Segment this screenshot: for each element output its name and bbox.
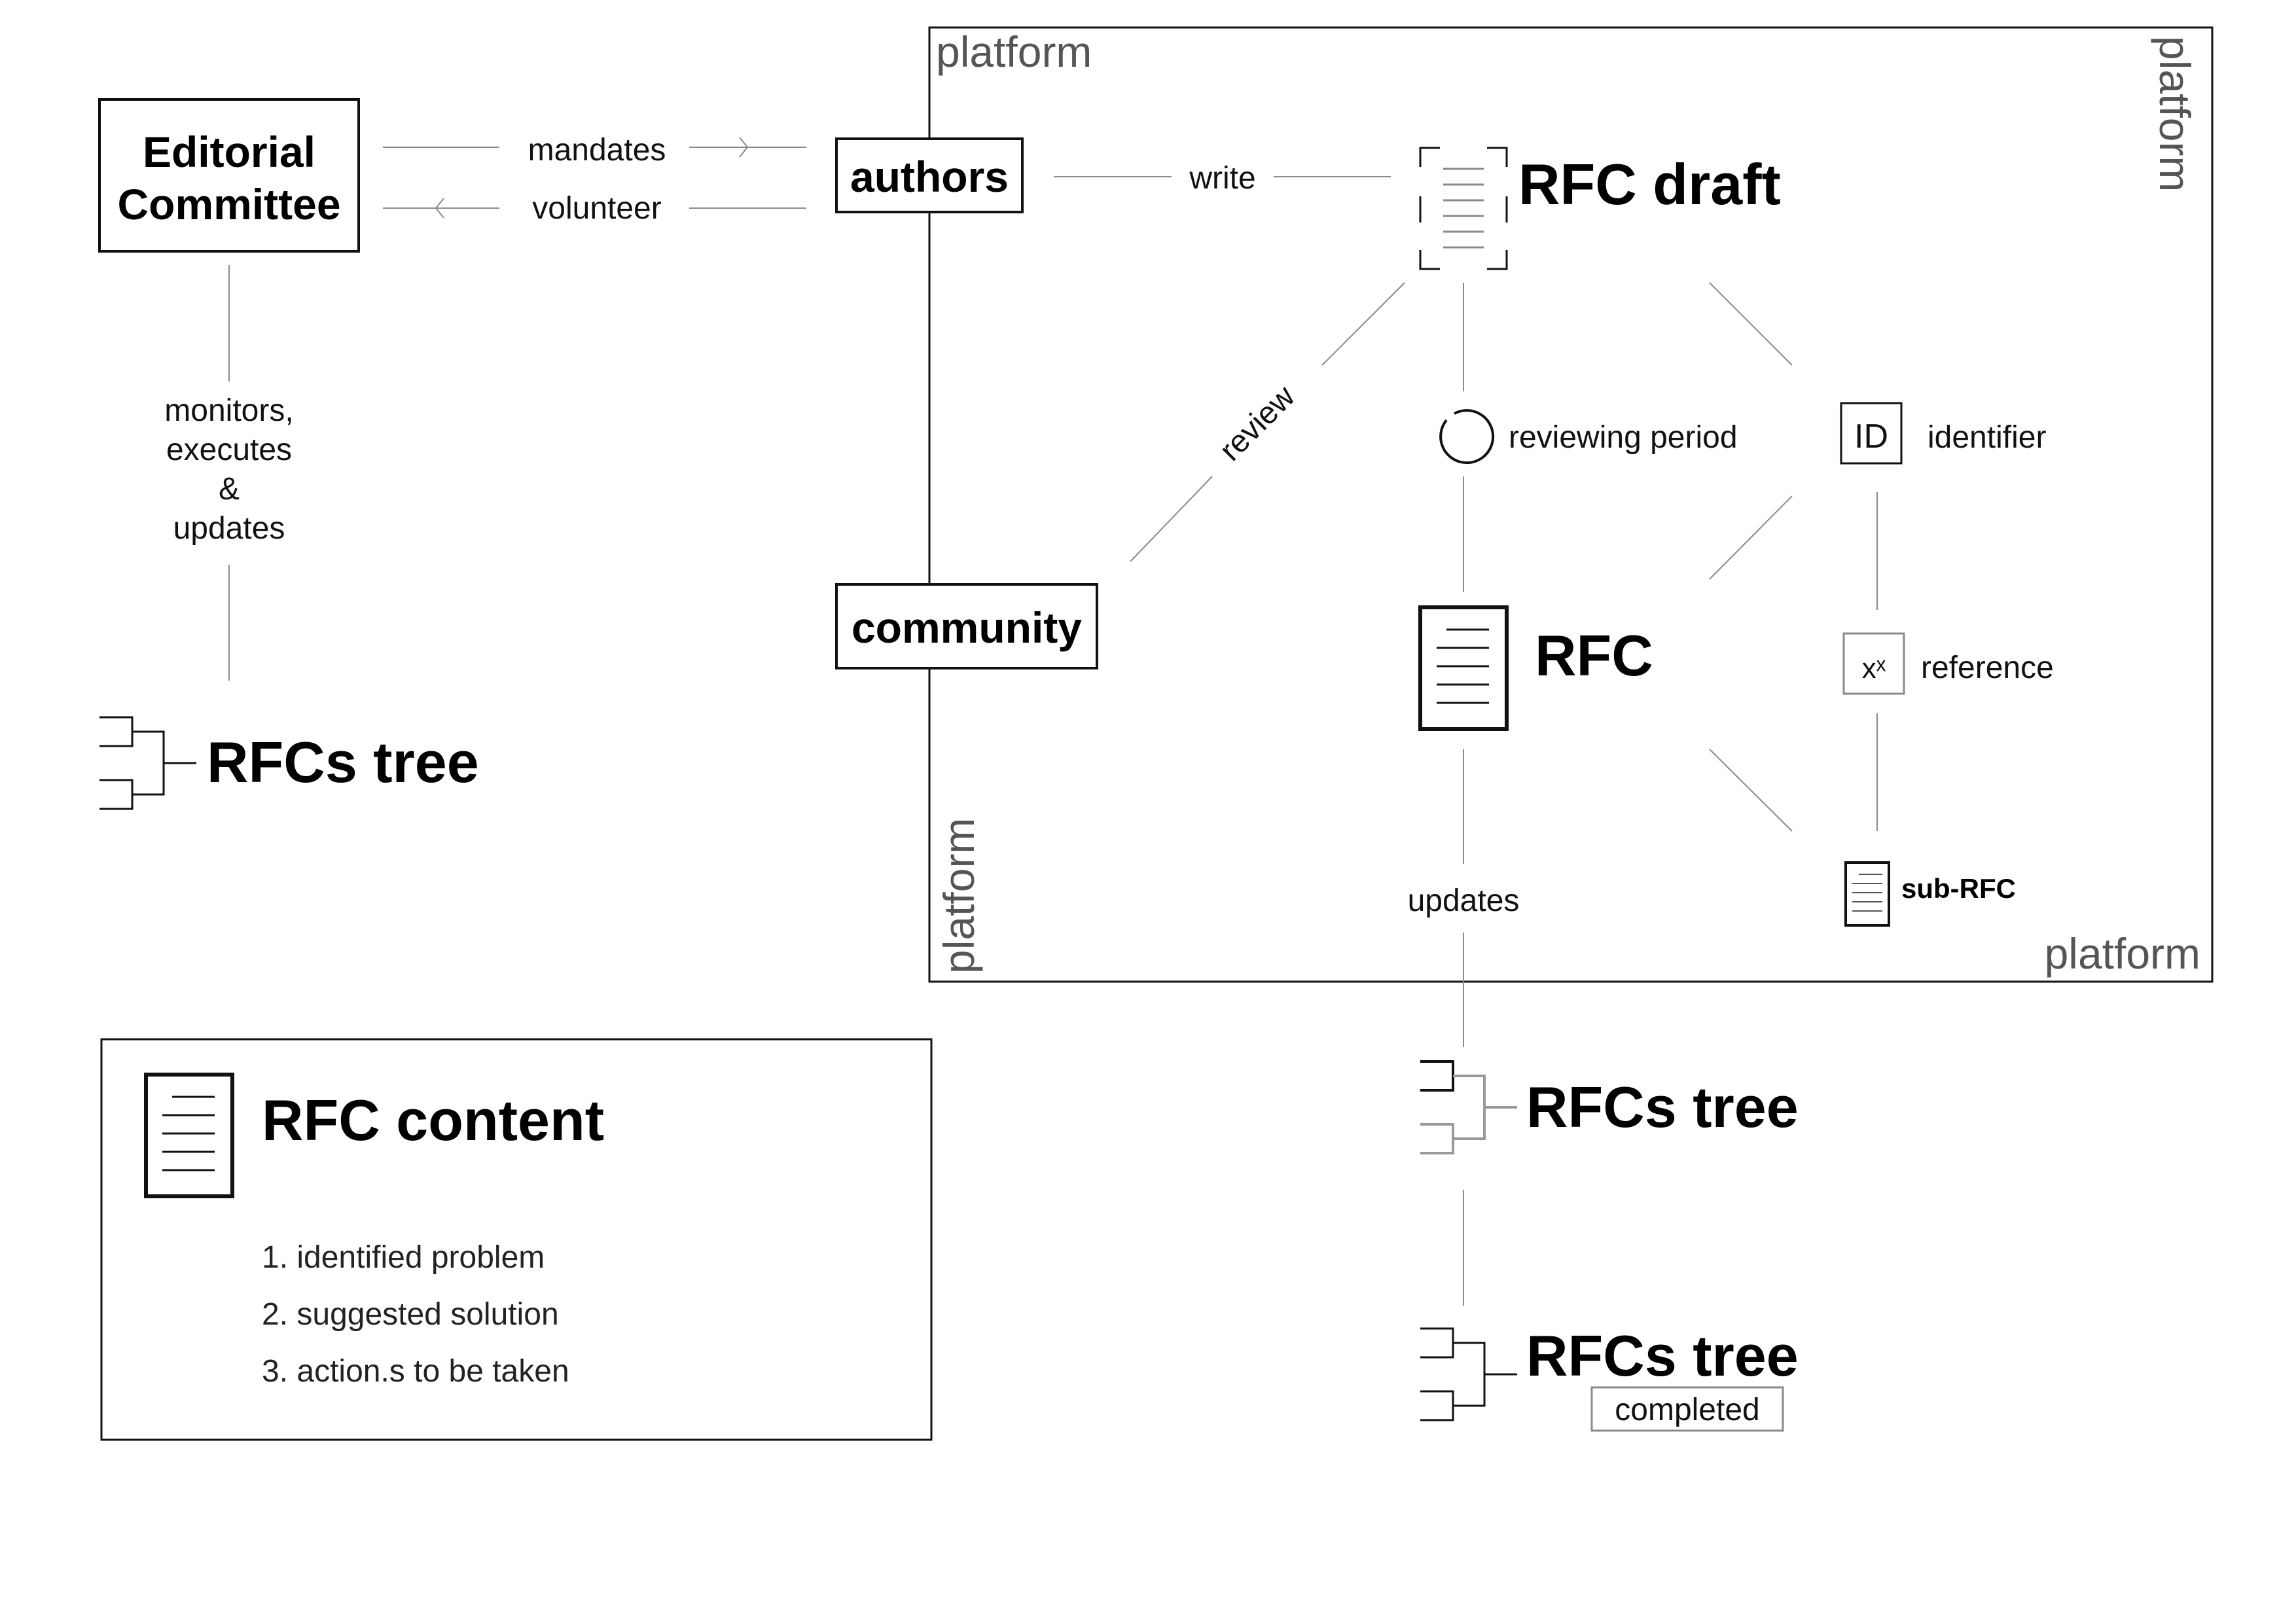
monitors-label-line-4: updates xyxy=(173,511,285,546)
rfcs-tree-icon-bottom xyxy=(1420,1327,1517,1421)
monitors-label-line-2: executes xyxy=(166,433,292,467)
sub-rfc-icon xyxy=(1844,861,1890,927)
rfcs-tree-left-label: RFCs tree xyxy=(207,730,479,794)
rfc-to-sub-rfc-edge xyxy=(1709,749,1793,832)
reference-icon-text: xˣ xyxy=(1862,652,1886,685)
reference-icon xyxy=(1842,632,1905,695)
reviewing-period-label: reviewing period xyxy=(1509,420,1738,455)
community-box xyxy=(835,583,1098,669)
review-label: review xyxy=(1213,379,1302,468)
monitors-label-line-3: & xyxy=(219,472,240,507)
identifier-label: identifier xyxy=(1928,420,2046,455)
platform-box xyxy=(928,26,2214,983)
community-label: community xyxy=(852,603,1082,652)
monitors-label-line-1: monitors, xyxy=(164,393,293,428)
platform-label-left: platform xyxy=(935,818,983,974)
reviewing-period-icon xyxy=(1439,409,1495,465)
volunteer-arrow-icon xyxy=(435,198,444,219)
completed-badge-label: completed xyxy=(1615,1393,1759,1427)
reference-label: reference xyxy=(1921,651,2054,685)
editorial-committee-label-line-2: Committee xyxy=(117,180,340,228)
rfcs-tree-icon-mid xyxy=(1420,1060,1517,1154)
mandates-label: mandates xyxy=(528,133,666,168)
sub-rfc-label: sub-RFC xyxy=(1901,873,2016,904)
rfcs-tree-icon-left xyxy=(99,716,196,810)
platform-label-bottom-right: platform xyxy=(2045,929,2200,978)
mandates-arrow-icon xyxy=(739,137,749,158)
rfc-draft-icon xyxy=(1419,147,1508,270)
identifier-icon xyxy=(1840,402,1903,465)
rfc-content-document-icon xyxy=(144,1073,234,1198)
rfcs-tree-bottom-label: RFCs tree xyxy=(1526,1323,1799,1388)
rfc-content-item-2: 2. suggested solution xyxy=(262,1297,559,1332)
rfc-content-box xyxy=(100,1038,933,1441)
rfc-document-icon xyxy=(1418,605,1509,731)
volunteer-label: volunteer xyxy=(532,191,661,226)
platform-label-right: platform xyxy=(2151,36,2199,192)
draft-to-identifier-edge xyxy=(1709,282,1793,366)
rfc-content-item-1: 1. identified problem xyxy=(262,1240,545,1275)
editorial-committee-box xyxy=(98,98,360,253)
rfc-to-identifier-edge xyxy=(1709,495,1793,580)
rfcs-tree-mid-label: RFCs tree xyxy=(1526,1075,1799,1139)
authors-label: authors xyxy=(850,152,1009,201)
rfc-content-title: RFC content xyxy=(262,1088,604,1152)
write-label: write xyxy=(1189,161,1255,196)
platform-label-top-left: platform xyxy=(936,27,1092,76)
editorial-committee-label-line-1: Editorial xyxy=(143,128,315,176)
authors-box xyxy=(835,137,1024,213)
updates-label: updates xyxy=(1408,883,1520,918)
rfc-content-item-3: 3. action.s to be taken xyxy=(262,1354,569,1389)
rfc-draft-label: RFC draft xyxy=(1518,152,1781,217)
review-edge-lower xyxy=(1130,476,1213,562)
rfc-label: RFC xyxy=(1535,623,1653,688)
identifier-icon-text: ID xyxy=(1854,418,1888,455)
completed-badge xyxy=(1590,1386,1784,1432)
review-edge-upper xyxy=(1321,282,1405,366)
